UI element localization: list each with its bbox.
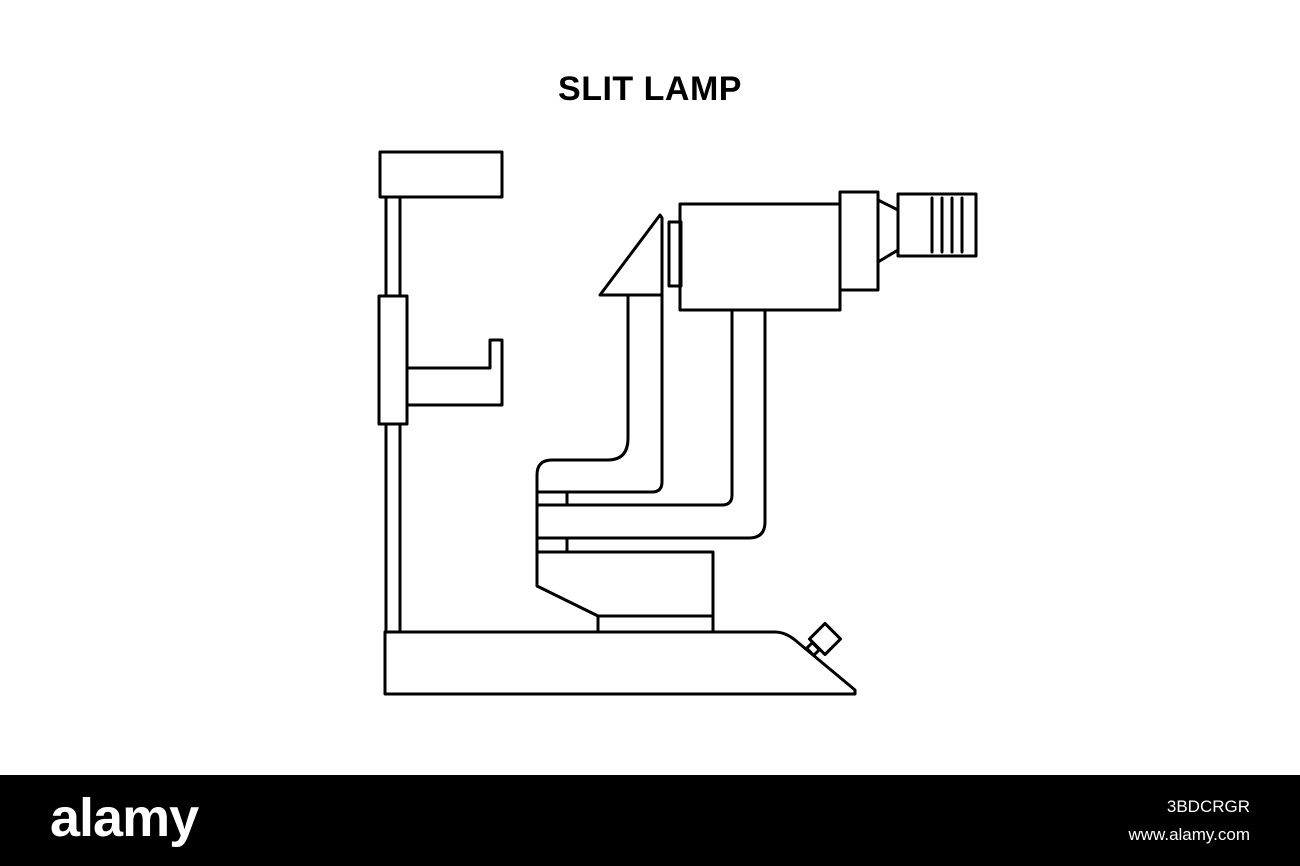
slit-lamp-illustration xyxy=(377,150,978,696)
image-id-label: 3BDCRGR xyxy=(1166,797,1250,816)
site-url-label: www.alamy.com xyxy=(1128,825,1250,844)
footer-bar: alamy 3BDCRGR www.alamy.com xyxy=(0,775,1300,866)
joystick-stem xyxy=(805,641,821,657)
microscope-collar xyxy=(838,190,880,292)
table-base xyxy=(383,630,857,696)
microscope-body xyxy=(678,202,842,312)
base-column-foot xyxy=(596,614,715,634)
chin-rest xyxy=(405,338,504,407)
microscope-arm-outer xyxy=(535,308,767,540)
microscope-arm xyxy=(535,308,734,507)
base-column xyxy=(535,550,715,618)
illumination-arm-inner xyxy=(535,293,664,494)
illumination-prism xyxy=(598,213,664,297)
diagram-title: SLIT LAMP xyxy=(558,70,742,108)
eyepiece-neck xyxy=(876,198,900,264)
illumination-arm xyxy=(535,293,630,554)
forehead-rest xyxy=(378,150,504,199)
height-adjust-slider xyxy=(377,294,409,426)
eyepiece xyxy=(896,192,978,258)
alamy-logo: alamy xyxy=(50,788,199,848)
